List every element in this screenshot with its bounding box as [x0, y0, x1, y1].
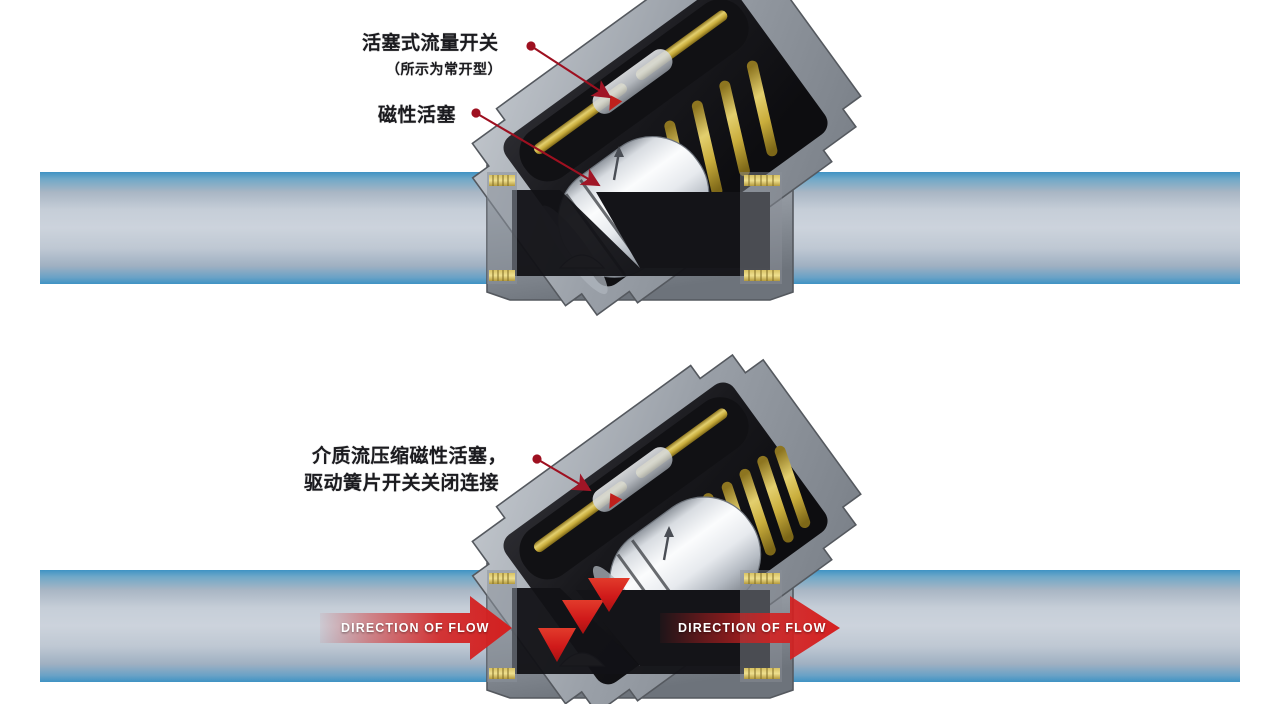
flow-arrow-left — [320, 596, 512, 660]
callout-leader-switch-title — [526, 41, 612, 99]
valve-body-top — [471, 0, 862, 317]
flow-label-left: DIRECTION OF FLOW — [341, 621, 490, 635]
internal-flow-triangles — [538, 578, 630, 662]
flow-arrow-right — [660, 596, 840, 660]
piston-direction-arrow-bottom — [662, 526, 674, 561]
callout-switch-title: 活塞式流量开关 — [362, 32, 499, 54]
pipe-right-top — [740, 172, 1240, 284]
callout-flow-note-line2: 驱动簧片开关关闭连接 — [304, 472, 500, 494]
flow-label-right: DIRECTION OF FLOW — [678, 621, 827, 635]
callout-flow-note-line1: 介质流压缩磁性活塞， — [312, 445, 508, 467]
panel-top — [40, 0, 1240, 317]
piston-direction-arrow-top — [612, 146, 624, 181]
panel-bottom — [40, 353, 1240, 704]
pipe-left-top — [40, 172, 515, 284]
callout-leader-magnetic-piston — [471, 108, 601, 187]
callout-magnetic-piston-label: 磁性活塞 — [378, 104, 457, 126]
pipe-threads-top — [487, 172, 782, 284]
callout-switch-subtitle: （所示为常开型） — [386, 62, 502, 78]
callout-leader-flow-note — [532, 454, 592, 492]
